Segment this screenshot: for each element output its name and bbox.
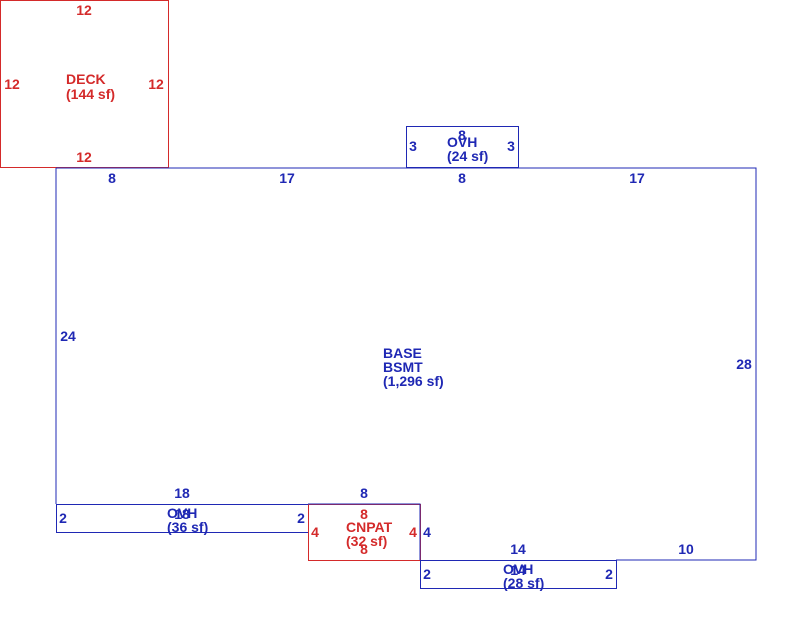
- base-bottom-dimension-1: 18: [174, 485, 190, 501]
- deck-bottom-dimension: 12: [76, 149, 92, 165]
- ovh-left-area: (36 sf): [167, 519, 208, 535]
- base-right-dimension: 28: [736, 356, 752, 372]
- base-area: (1,296 sf): [383, 373, 444, 389]
- base-left-dimension: 24: [60, 328, 76, 344]
- deck-left-dimension: 12: [4, 76, 20, 92]
- ovh-top-label: OVH: [447, 134, 477, 150]
- ovh-bottom-right-dimension: 2: [605, 566, 613, 582]
- deck-area: (144 sf): [66, 86, 115, 102]
- ovh-top-outline: [406, 126, 519, 168]
- base-top-dimension-3: 8: [458, 170, 466, 186]
- ovh-bottom-outline: [420, 560, 617, 589]
- deck-label: DECK: [66, 71, 106, 87]
- base-bottom-dimension-2: 8: [360, 485, 368, 501]
- ovh-left-label: OVH: [167, 505, 197, 521]
- cnpat-left-dimension: 4: [311, 524, 319, 540]
- base-top-dimension-4: 17: [629, 170, 645, 186]
- ovh-bottom-bottom-dimension: 14: [510, 562, 526, 578]
- cnpat-area: (32 sf): [346, 533, 387, 549]
- deck-top-dimension: 12: [76, 2, 92, 18]
- ovh-bottom-area: (28 sf): [503, 575, 544, 591]
- base-inner-dimension-4: 4: [423, 524, 431, 540]
- base-top-dimension-2: 17: [279, 170, 295, 186]
- ovh-top-right-dimension: 3: [507, 138, 515, 154]
- ovh-top-area: (24 sf): [447, 148, 488, 164]
- base-top-dimension-1: 8: [108, 170, 116, 186]
- cnpat-label: CNPAT: [346, 519, 393, 535]
- ovh-left-left-dimension: 2: [59, 510, 67, 526]
- cnpat-right-dimension: 4: [409, 524, 417, 540]
- ovh-bottom-label: OVH: [503, 561, 533, 577]
- ovh-top-left-dimension: 3: [409, 138, 417, 154]
- cnpat-bottom-dimension: 8: [360, 541, 368, 557]
- ovh-top-top-dimension: 8: [458, 127, 466, 143]
- cnpat-top-dimension: 8: [360, 506, 368, 522]
- ovh-left-bottom-dimension: 18: [174, 506, 190, 522]
- base-bottom-dimension-4: 10: [678, 541, 694, 557]
- cnpat-base-edge: [308, 503, 421, 560]
- ovh-left-right-dimension: 2: [297, 510, 305, 526]
- base-label: BASE: [383, 345, 422, 361]
- ovh-bottom-left-dimension: 2: [423, 566, 431, 582]
- deck-right-dimension: 12: [148, 76, 164, 92]
- bsmt-label: BSMT: [383, 359, 423, 375]
- base-bottom-dimension-3: 14: [510, 541, 526, 557]
